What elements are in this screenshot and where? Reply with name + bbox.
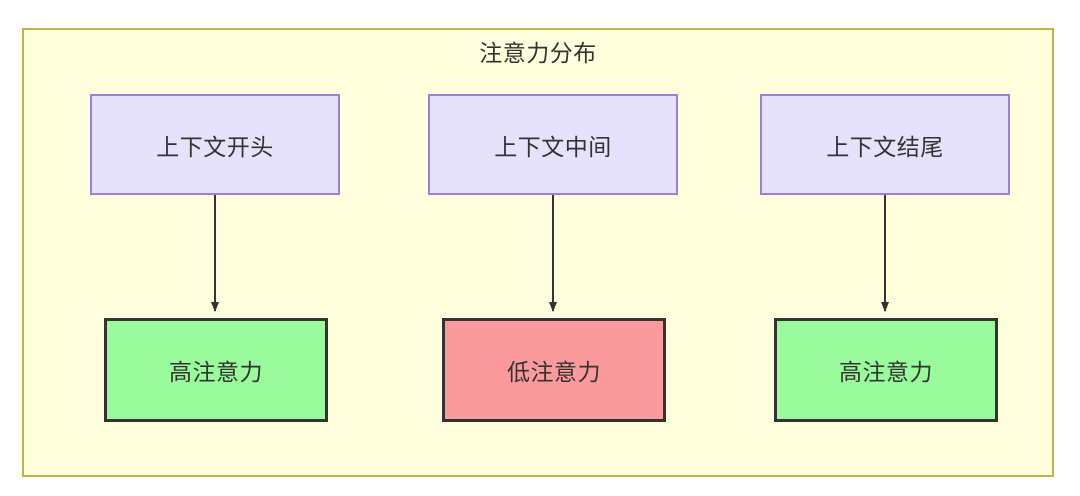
node-attention-high-end[interactable]: 高注意力 xyxy=(774,318,998,422)
subgraph-container: 注意力分布 上下文开头 上下文中间 xyxy=(22,28,1054,477)
node-attention-high-start-label: 高注意力 xyxy=(169,359,263,385)
node-context-start[interactable]: 上下文开头 xyxy=(90,94,340,195)
node-context-middle[interactable]: 上下文中间 xyxy=(428,94,678,195)
node-attention-low-middle[interactable]: 低注意力 xyxy=(442,318,666,422)
node-context-middle-label: 上下文中间 xyxy=(494,133,612,160)
node-attention-high-end-label: 高注意力 xyxy=(839,359,933,385)
node-context-start-label: 上下文开头 xyxy=(156,133,274,160)
node-context-end-label: 上下文结尾 xyxy=(826,133,944,160)
node-attention-high-start[interactable]: 高注意力 xyxy=(104,318,328,422)
diagram-title: 注意力分布 xyxy=(479,40,597,66)
node-attention-low-middle-label: 低注意力 xyxy=(507,359,601,385)
node-context-end[interactable]: 上下文结尾 xyxy=(760,94,1010,195)
